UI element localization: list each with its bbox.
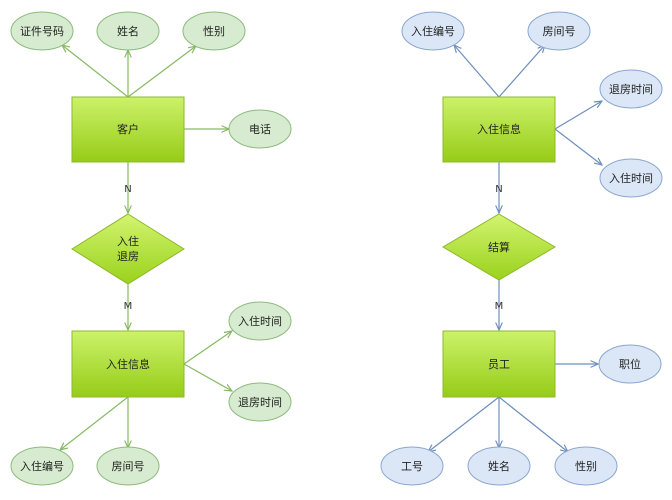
svg-text:职位: 职位 bbox=[619, 357, 641, 371]
edge-checkin-checkouttime-r bbox=[554, 101, 602, 130]
entity-staff-label: 员工 bbox=[488, 358, 510, 371]
entity-customer-label: 客户 bbox=[117, 122, 139, 136]
svg-text:姓名: 姓名 bbox=[117, 24, 139, 38]
cardinality-n: N bbox=[124, 184, 131, 195]
edge-customer-gender bbox=[127, 46, 196, 98]
entity-checkin-label: 入住信息 bbox=[106, 357, 150, 371]
svg-text:退房时间: 退房时间 bbox=[238, 396, 282, 409]
svg-text:退房时间: 退房时间 bbox=[609, 83, 653, 96]
edge-checkin-checkintime-r bbox=[554, 128, 602, 165]
entity-checkin-info: 入住信息 bbox=[71, 330, 185, 398]
svg-text:入住时间: 入住时间 bbox=[238, 314, 282, 328]
edge-checkin-roomno-r bbox=[498, 45, 545, 98]
relation-label-line1: 入住 bbox=[117, 234, 139, 248]
entity-checkin-info-right: 入住信息 bbox=[442, 96, 556, 163]
cardinality-m: M bbox=[124, 301, 133, 312]
svg-text:入住编号: 入住编号 bbox=[20, 459, 64, 473]
svg-text:性别: 性别 bbox=[575, 459, 597, 473]
attr-checkin-time: 入住时间 bbox=[228, 301, 292, 341]
attr-checkin-time-right: 入住时间 bbox=[599, 158, 663, 198]
entity-checkin-right-label: 入住信息 bbox=[477, 122, 521, 136]
attr-position: 职位 bbox=[598, 344, 662, 384]
svg-text:证件号码: 证件号码 bbox=[20, 25, 64, 38]
right-edges bbox=[428, 45, 602, 452]
attr-checkin-number: 入住编号 bbox=[10, 446, 74, 486]
edge-customer-idnumber bbox=[62, 45, 129, 98]
attr-staff-gender: 性别 bbox=[554, 446, 618, 486]
relation-label-line2: 退房 bbox=[117, 250, 139, 263]
attr-room-number: 房间号 bbox=[96, 446, 160, 486]
svg-text:电话: 电话 bbox=[249, 123, 271, 136]
left-edges bbox=[60, 45, 232, 450]
attr-checkin-number-right: 入住编号 bbox=[401, 11, 465, 51]
edge-staff-jobno bbox=[428, 396, 500, 452]
cardinality-m-right: M bbox=[495, 301, 504, 312]
edge-checkin-checkinno bbox=[60, 396, 129, 450]
attr-room-number-right: 房间号 bbox=[527, 11, 591, 51]
attr-gender: 性别 bbox=[182, 11, 246, 51]
svg-text:性别: 性别 bbox=[203, 24, 225, 38]
attr-id-number: 证件号码 bbox=[10, 11, 74, 51]
relation-checkin-checkout: 入住 退房 bbox=[71, 213, 185, 285]
relation-settlement: 结算 bbox=[442, 213, 556, 281]
svg-text:入住编号: 入住编号 bbox=[411, 24, 455, 38]
edge-staff-gender bbox=[498, 396, 568, 452]
attr-checkout-time-right: 退房时间 bbox=[599, 69, 663, 109]
svg-text:入住时间: 入住时间 bbox=[609, 171, 653, 185]
attr-checkout-time: 退房时间 bbox=[228, 382, 292, 422]
svg-text:房间号: 房间号 bbox=[543, 25, 576, 38]
attr-phone: 电话 bbox=[228, 109, 292, 149]
cardinality-n-right: N bbox=[495, 184, 502, 195]
svg-text:姓名: 姓名 bbox=[488, 459, 510, 473]
edge-checkin-checkintime bbox=[183, 331, 232, 365]
entity-staff: 员工 bbox=[442, 330, 556, 398]
svg-text:工号: 工号 bbox=[401, 460, 423, 473]
edge-checkin-checkinno-r bbox=[454, 45, 500, 98]
edge-checkin-checkouttime bbox=[183, 363, 232, 391]
relation-settlement-label: 结算 bbox=[488, 240, 510, 254]
attr-name: 姓名 bbox=[96, 11, 160, 51]
svg-text:房间号: 房间号 bbox=[112, 460, 145, 473]
entity-customer: 客户 bbox=[71, 96, 185, 163]
attr-job-number: 工号 bbox=[380, 446, 444, 486]
attr-staff-name: 姓名 bbox=[467, 446, 531, 486]
